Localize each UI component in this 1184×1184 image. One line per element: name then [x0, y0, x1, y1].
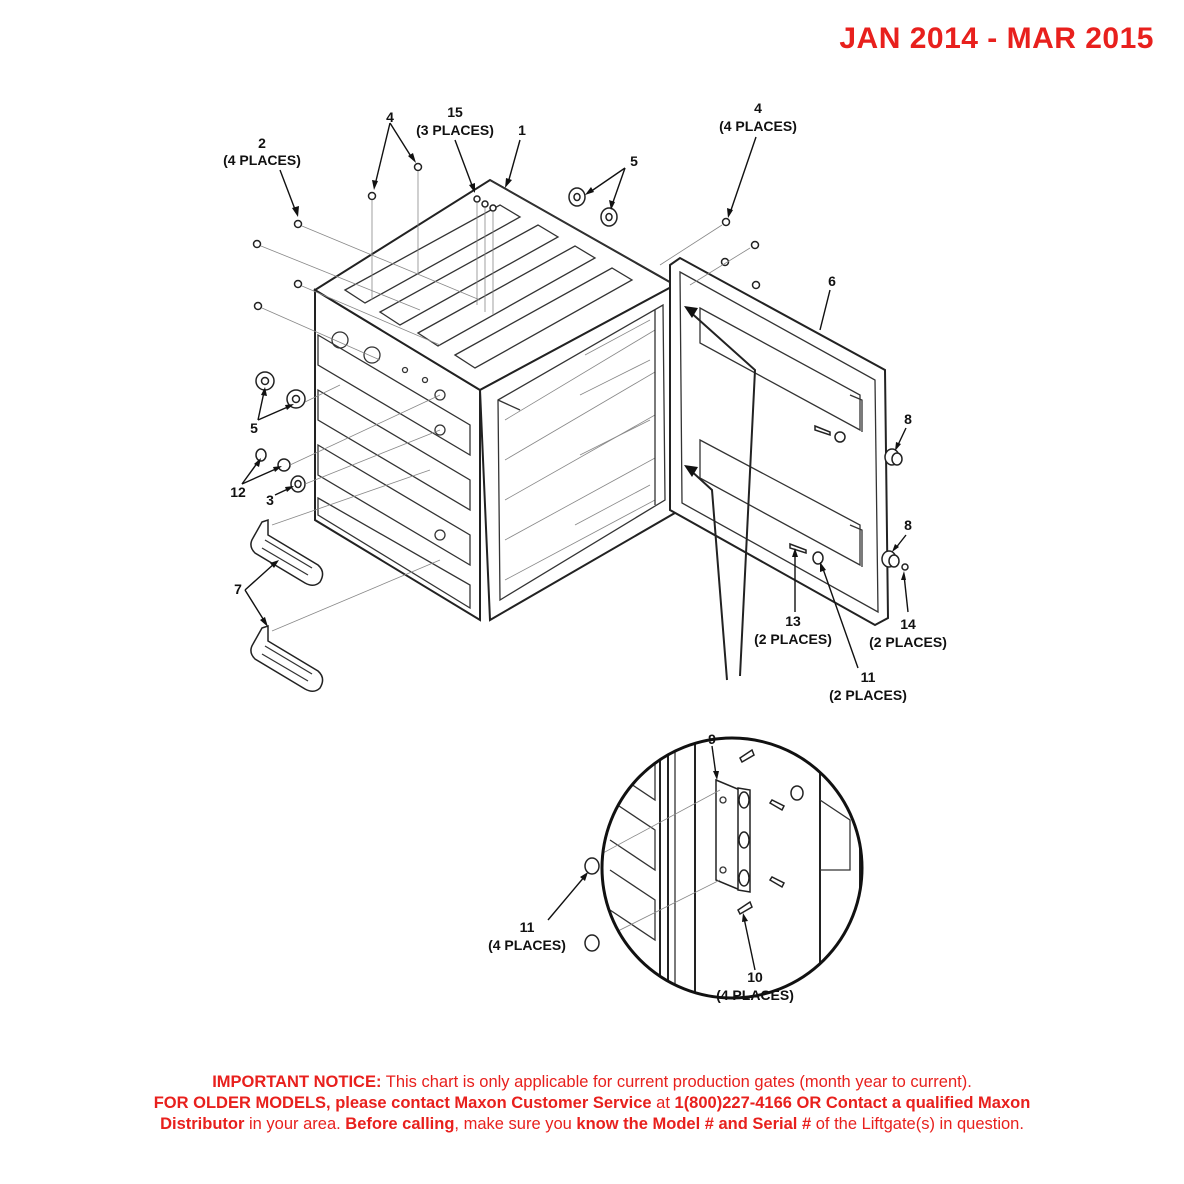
detail-connector-arrows — [684, 306, 757, 681]
callout-12: 12 — [230, 484, 246, 500]
callout-13: 13 — [785, 613, 801, 629]
callout-14: 14 — [900, 616, 916, 632]
notice-at: at — [651, 1094, 675, 1112]
callout-11b-qty: (4 PLACES) — [488, 937, 566, 953]
notice-line-1: IMPORTANT NOTICE: This chart is only app… — [60, 1072, 1124, 1093]
washer-part-11-outside — [584, 857, 600, 952]
callout-11a: 11 — [861, 669, 876, 685]
callout-5a: 5 — [630, 153, 638, 169]
callout-4b: 4 — [754, 100, 762, 116]
notice-distributor: Distributor — [160, 1115, 245, 1133]
callout-4b-qty: (4 PLACES) — [719, 118, 797, 134]
notice-text-3a: in your area. — [244, 1115, 346, 1133]
callout-5b: 5 — [250, 420, 258, 436]
callout-2: 2 — [258, 135, 266, 151]
notice-phone: 1(800)227-4166 OR Contact a qualified Ma… — [674, 1094, 1031, 1112]
notice-text-3c: of the Liftgate(s) in question. — [811, 1115, 1024, 1133]
date-range-title: JAN 2014 - MAR 2015 — [839, 22, 1154, 55]
detail-circle-outline — [600, 736, 864, 1000]
latch-part-7 — [250, 469, 441, 692]
rivet-part-15 — [473, 195, 497, 315]
receiver-part-8 — [881, 448, 909, 571]
callout-9: 9 — [708, 731, 716, 747]
washer-part-12 — [255, 394, 441, 493]
callout-15: 15 — [447, 104, 463, 120]
notice-model-serial: know the Model # and Serial # — [576, 1115, 812, 1133]
bumper-part-5-left — [255, 371, 341, 409]
important-notice: IMPORTANT NOTICE: This chart is only app… — [60, 1072, 1124, 1135]
box-door — [669, 256, 890, 627]
callout-7: 7 — [234, 581, 242, 597]
callout-14-qty: (2 PLACES) — [869, 634, 947, 650]
door-panel — [669, 256, 890, 627]
notice-heading: IMPORTANT NOTICE: — [212, 1073, 382, 1091]
storage-box-body — [313, 178, 682, 622]
callout-8b: 8 — [904, 517, 912, 533]
notice-line-2: FOR OLDER MODELS, please contact Maxon C… — [60, 1093, 1124, 1114]
screw-part-4-door — [659, 217, 761, 290]
callout-11b: 11 — [520, 919, 535, 935]
callout-4a: 4 — [386, 109, 394, 125]
callout-15-qty: (3 PLACES) — [416, 122, 494, 138]
notice-text-3b: , make sure you — [454, 1115, 577, 1133]
bolt-part-13 — [789, 424, 846, 565]
callout-3: 3 — [266, 492, 274, 508]
notice-before-calling: Before calling — [345, 1115, 455, 1133]
notice-text-1: This chart is only applicable for curren… — [381, 1073, 972, 1091]
screw-part-2 — [252, 219, 481, 361]
callout-11a-qty: (2 PLACES) — [829, 687, 907, 703]
callout-8a: 8 — [904, 411, 912, 427]
callout-13-qty: (2 PLACES) — [754, 631, 832, 647]
callout-2-qty: (4 PLACES) — [223, 152, 301, 168]
hinge-detail-circle — [600, 736, 864, 1000]
bumper-part-5-top — [568, 187, 618, 227]
callout-1: 1 — [518, 122, 526, 138]
notice-line-3: Distributor in your area. Before calling… — [60, 1114, 1124, 1135]
callout-10-qty: (4 PLACES) — [716, 987, 794, 1003]
screw-part-4-top — [367, 162, 423, 300]
callout-10: 10 — [747, 969, 763, 985]
callout-6: 6 — [828, 273, 836, 289]
notice-older-models: FOR OLDER MODELS, please contact Maxon C… — [153, 1094, 652, 1112]
callout-labels: 1 2 (4 PLACES) 3 4 4 (4 PLACES) 5 5 6 7 … — [223, 100, 947, 1003]
callout-leaders — [241, 122, 909, 971]
